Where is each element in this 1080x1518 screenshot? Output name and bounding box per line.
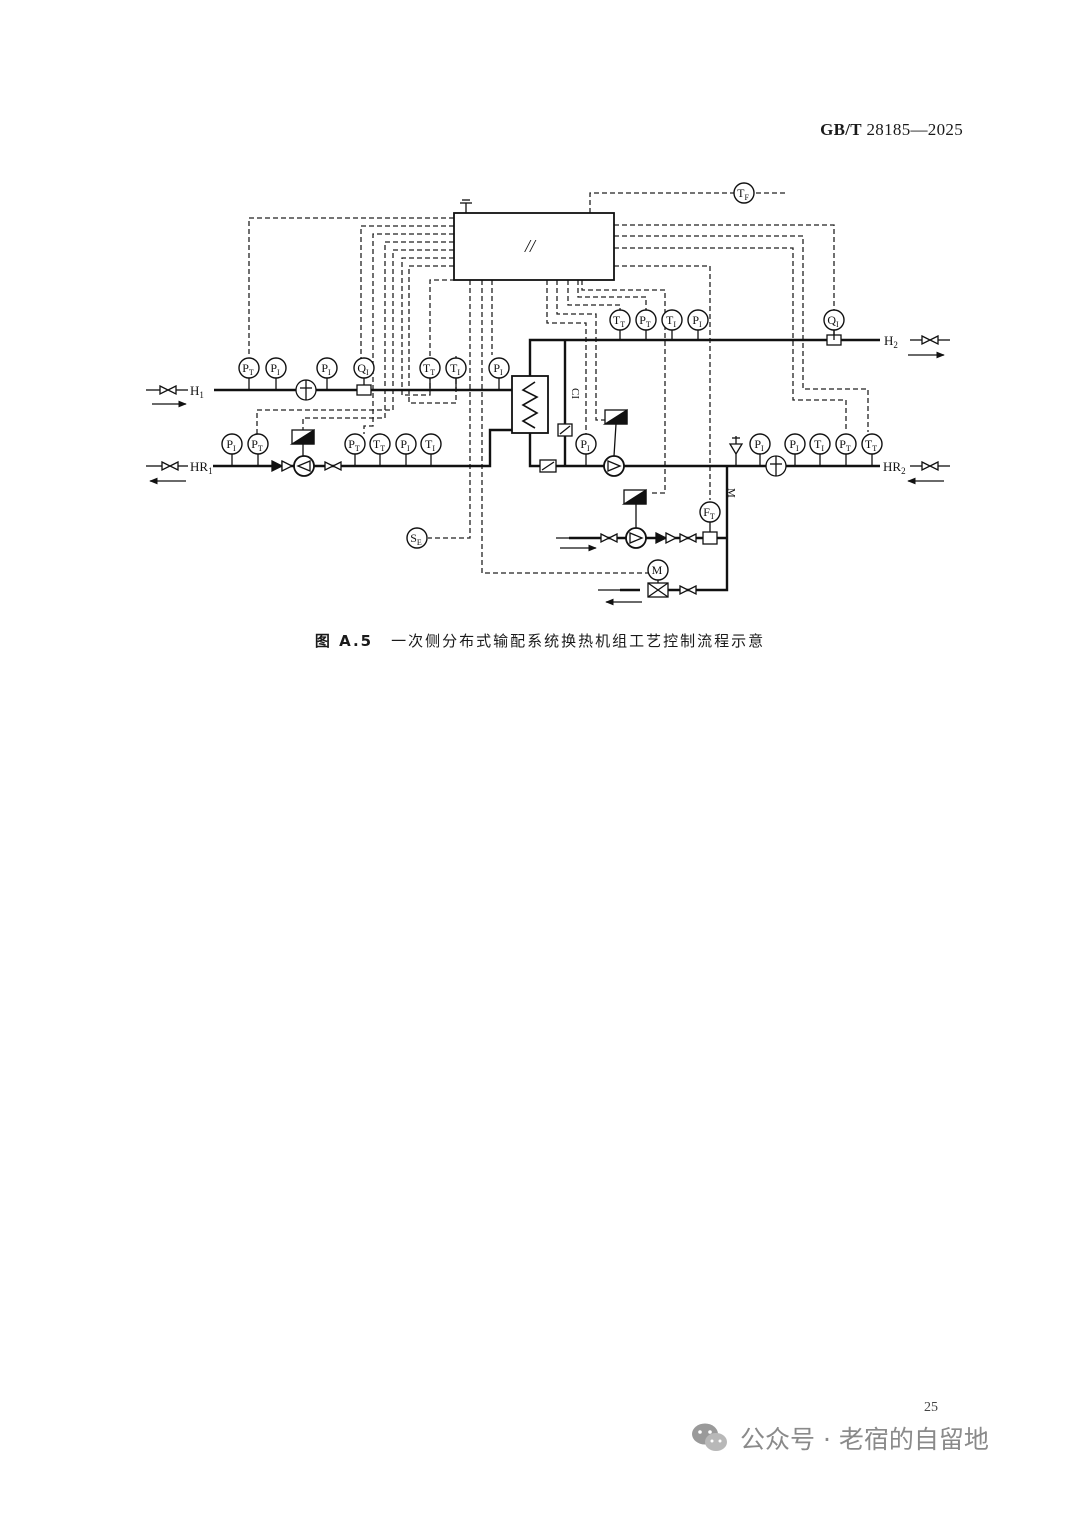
- instrument-bubble: QI: [353, 357, 375, 379]
- instrument-label: PI: [321, 361, 331, 377]
- instrument-label: PT: [839, 437, 851, 453]
- instrument-label: M: [652, 563, 663, 577]
- instrument-bubble: PI: [749, 433, 771, 466]
- process-flow-diagram: //: [146, 182, 950, 606]
- y-strainer-icon: [295, 379, 787, 477]
- instrument-bubble: PT: [635, 309, 657, 340]
- instrument-label: PI: [270, 361, 280, 377]
- flow-meter-icon: [356, 376, 372, 396]
- instrument-bubble: PT: [238, 357, 260, 390]
- instrument-bubble: PT: [247, 433, 269, 466]
- control-signal-lines: [248, 192, 869, 574]
- instrument-label: TF: [737, 186, 749, 202]
- instrument-bubble: PT: [835, 433, 857, 466]
- instrument-label: QI: [357, 361, 369, 377]
- instrument-label: TT: [865, 437, 877, 453]
- instrument-label: PI: [493, 361, 503, 377]
- pump-icon: [625, 527, 647, 549]
- instrument-bubble: TI: [809, 433, 831, 466]
- motorized-valve: [647, 578, 669, 598]
- instrument-bubble: TT: [419, 357, 441, 390]
- instrument-bubble: PT: [344, 433, 366, 466]
- instrument-bubble: TI: [420, 433, 442, 466]
- pump-icon: [293, 455, 315, 477]
- instrument-bubble: PI: [265, 357, 287, 390]
- instrument-bubble: PI: [395, 433, 417, 466]
- instrument-label: PI: [789, 437, 799, 453]
- wechat-logo-icon: [692, 1423, 727, 1451]
- instrument-bubble: PI: [221, 433, 243, 466]
- instrument-label: PT: [251, 437, 263, 453]
- port-label-hr2: HR2: [883, 459, 906, 476]
- instrument-bubble: M: [647, 559, 669, 581]
- instrument-bubble: TT: [369, 433, 391, 466]
- instrument-bubble: TI: [661, 309, 683, 340]
- instrument-bubble: TT: [861, 433, 883, 466]
- watermark-text: 公众号 · 老宿的自留地: [740, 1425, 989, 1454]
- instrument-label: PI: [226, 437, 236, 453]
- instrument-bubble: TI: [445, 357, 467, 390]
- instrument-group: TF QI PT PI PI QI TT TI PI TT PT TI PI PI PT PT TT PI TI PI…: [221, 182, 883, 581]
- instrument-label: TI: [666, 313, 676, 329]
- instrument-label: PI: [692, 313, 702, 329]
- instrument-label: PI: [400, 437, 410, 453]
- flow-direction-arrows: [149, 351, 945, 606]
- instrument-bubble: PI: [316, 357, 338, 390]
- instrument-label: TI: [450, 361, 460, 377]
- instrument-label: FT: [703, 505, 715, 521]
- controller-box: [453, 212, 615, 281]
- instrument-bubble: QI: [823, 309, 845, 340]
- instrument-label: TT: [423, 361, 435, 377]
- check-valve-icon: [271, 459, 678, 545]
- instrument-label: PI: [754, 437, 764, 453]
- chemical-injection-label: CI: [569, 388, 581, 399]
- instrument-label: PT: [639, 313, 651, 329]
- instrument-label: TT: [613, 313, 625, 329]
- instrument-label: QI: [827, 313, 839, 329]
- instrument-label: PT: [348, 437, 360, 453]
- instrument-label: TI: [425, 437, 435, 453]
- frequency-converter-icon: [621, 488, 647, 528]
- instrument-bubble: TT: [609, 309, 631, 340]
- figure-title: 一次侧分布式输配系统换热机组工艺控制流程示意: [391, 632, 766, 650]
- flow-meter-icon: [702, 522, 718, 545]
- port-label-h1: H1: [190, 383, 204, 400]
- controller-mark: //: [524, 236, 537, 256]
- standard-number: GB/T 28185—2025: [820, 120, 963, 139]
- instrument-label: TI: [814, 437, 824, 453]
- port-label-hr1: HR1: [190, 459, 213, 476]
- antenna-icon: [460, 199, 472, 213]
- instrument-label: PT: [242, 361, 254, 377]
- instrument-bubble: PI: [784, 433, 806, 466]
- heat-exchanger: [511, 375, 549, 434]
- instrument-label: TT: [373, 437, 385, 453]
- pump-icon: [603, 455, 625, 477]
- instrument-label: PI: [580, 437, 590, 453]
- instrument-bubble: PI: [575, 433, 597, 466]
- pipe-stub-lines: [146, 339, 950, 591]
- instrument-bubble: PI: [687, 309, 709, 340]
- port-label-h2: H2: [884, 333, 898, 350]
- frequency-converter-icon: [602, 408, 628, 457]
- instrument-label: SE: [410, 531, 422, 547]
- page-number: 25: [924, 1400, 938, 1415]
- instrument-bubble: FT: [699, 501, 721, 523]
- instrument-bubble: TF: [733, 182, 755, 204]
- figure-number: 图 A.5: [314, 632, 374, 650]
- makeup-label: M: [725, 488, 737, 498]
- frequency-converter-icon: [289, 428, 315, 456]
- instrument-bubble: PI: [488, 357, 510, 390]
- instrument-bubble: SE: [406, 527, 428, 549]
- watermark: 公众号 · 老宿的自留地: [690, 1421, 989, 1455]
- filter-icon: [539, 423, 573, 473]
- safety-valve-icon: [728, 436, 744, 466]
- figure-caption: 图 A.5 一次侧分布式输配系统换热机组工艺控制流程示意: [0, 630, 1080, 651]
